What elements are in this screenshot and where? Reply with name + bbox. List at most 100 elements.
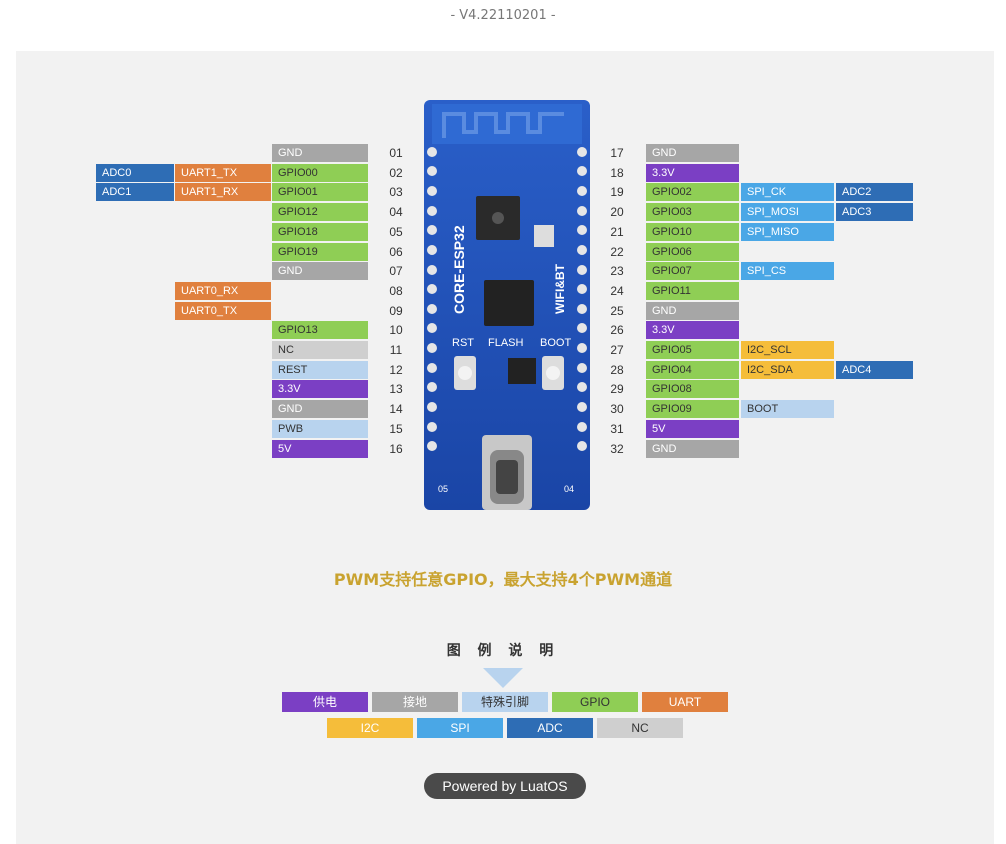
pin-alt1-label: UART1_RX <box>175 183 271 202</box>
pin-main-label: 5V <box>646 419 739 438</box>
legend-title: 图 例 说 明 <box>446 643 560 659</box>
pin-alt2-label: ADC3 <box>836 203 913 222</box>
pin-number: 18 <box>610 165 624 180</box>
pin-number: 01 <box>389 146 403 160</box>
pin-number: 26 <box>610 323 624 338</box>
pin-main-label: GND <box>272 144 368 162</box>
pin-main-label: GPIO13 <box>272 321 368 340</box>
pin-number: 21 <box>610 224 624 239</box>
pin-number: 14 <box>389 402 403 417</box>
pin-main-label: GPIO12 <box>272 203 368 222</box>
pin-alt1-label: SPI_CK <box>741 183 834 202</box>
pin-main-label: GPIO10 <box>646 222 739 241</box>
pin-number: 25 <box>610 303 624 318</box>
pin-main-label: 3.3V <box>272 380 368 399</box>
pin-main-label: GPIO05 <box>646 341 739 359</box>
pin-main-label: 3.3V <box>646 321 739 340</box>
pin-main-label: GND <box>646 301 739 320</box>
legend-item-uart: UART <box>642 692 728 712</box>
pin-main-label: 5V <box>272 439 368 458</box>
board-label-side: WIFI&BT <box>553 263 567 314</box>
pin-number: 09 <box>389 303 403 318</box>
pin-alt1-label: SPI_MISO <box>741 222 834 241</box>
pin-main-label: REST <box>272 360 368 379</box>
legend-item-gnd: 接地 <box>372 692 458 712</box>
pin-alt1-label: UART0_RX <box>175 281 271 300</box>
pin-main-label: NC <box>272 341 368 359</box>
pin-main-label: GPIO11 <box>646 281 739 300</box>
pin-main-label: GPIO19 <box>272 242 368 261</box>
pin-number: 17 <box>610 146 624 160</box>
legend-item-i2c: I2C <box>327 718 413 738</box>
pin-main-label: PWB <box>272 419 368 438</box>
pin-number: 32 <box>610 441 624 456</box>
pin-number: 28 <box>610 362 624 377</box>
pin-alt2-label: ADC1 <box>96 183 174 202</box>
pin-main-label: 3.3V <box>646 163 739 182</box>
pin-number: 30 <box>610 402 624 417</box>
pin-alt2-label: ADC2 <box>836 183 913 202</box>
board-boot-label: BOOT <box>540 337 571 349</box>
board-flash-label: FLASH <box>488 337 524 349</box>
pin-main-label: GPIO06 <box>646 242 739 261</box>
powered-by-badge[interactable]: Powered by LuatOS <box>424 773 586 799</box>
pin-main-label: GND <box>646 144 739 162</box>
pin-main-label: GPIO02 <box>646 183 739 202</box>
pin-number: 10 <box>389 323 403 338</box>
pin-number: 27 <box>610 343 624 357</box>
pin-alt2-label: ADC4 <box>836 360 913 379</box>
pin-main-label: GPIO00 <box>272 163 368 182</box>
pin-alt1-label: SPI_MOSI <box>741 203 834 222</box>
board-rst-label: RST <box>452 337 474 349</box>
pin-number: 06 <box>389 244 403 259</box>
pin-main-label: GND <box>272 400 368 419</box>
pin-alt1-label: I2C_SDA <box>741 360 834 379</box>
pin-alt2-label: ADC0 <box>96 163 174 182</box>
pin-number: 23 <box>610 264 624 279</box>
pin-alt1-label: UART1_TX <box>175 163 271 182</box>
pin-number: 12 <box>389 362 403 377</box>
pin-number: 05 <box>389 224 403 239</box>
pin-number: 11 <box>389 343 403 357</box>
pin-number: 08 <box>389 283 403 298</box>
pin-main-label: GPIO18 <box>272 222 368 241</box>
pin-main-label: GPIO07 <box>646 262 739 281</box>
pin-number: 02 <box>389 165 403 180</box>
pin-number: 07 <box>389 264 403 279</box>
pin-main-label: GPIO04 <box>646 360 739 379</box>
board-label-main: CORE-ESP32 <box>451 225 467 314</box>
pin-main-label: GPIO01 <box>272 183 368 202</box>
pin-number: 29 <box>610 382 624 397</box>
board-pad-left-label: 05 <box>438 484 448 494</box>
legend-item-pwr: 供电 <box>282 692 368 712</box>
legend-item-spi: SPI <box>417 718 503 738</box>
pin-main-label: GND <box>272 262 368 281</box>
pin-alt1-label: BOOT <box>741 400 834 419</box>
pin-number: 04 <box>389 205 403 220</box>
pin-main-label: GPIO09 <box>646 400 739 419</box>
down-arrow-icon <box>483 668 523 688</box>
board-pad-right-label: 04 <box>564 484 574 494</box>
pin-number: 24 <box>610 283 624 298</box>
version-label: - V4.22110201 - <box>450 8 556 23</box>
legend-item-gpio: GPIO <box>552 692 638 712</box>
pin-number: 31 <box>610 421 624 436</box>
pin-alt1-label: SPI_CS <box>741 262 834 281</box>
legend-item-adc: ADC <box>507 718 593 738</box>
legend-item-nc: NC <box>597 718 683 738</box>
pwm-note: PWM支持任意GPIO，最大支持4个PWM通道 <box>333 570 673 589</box>
pin-main-label: GPIO03 <box>646 203 739 222</box>
esp32-board-illustration: CORE-ESP32 WIFI&BT RST FLASH BOOT 05 04 <box>424 100 590 510</box>
pin-number: 20 <box>610 205 624 220</box>
pin-alt1-label: UART0_TX <box>175 301 271 320</box>
pin-alt1-label: I2C_SCL <box>741 341 834 359</box>
pin-main-label: GPIO08 <box>646 380 739 399</box>
pin-number: 15 <box>389 421 403 436</box>
pin-number: 22 <box>610 244 624 259</box>
pin-number: 03 <box>389 185 403 200</box>
legend-item-special: 特殊引脚 <box>462 692 548 712</box>
pin-number: 13 <box>389 382 403 397</box>
pin-main-label: GND <box>646 439 739 458</box>
pin-number: 19 <box>610 185 624 200</box>
pin-number: 16 <box>389 441 403 456</box>
